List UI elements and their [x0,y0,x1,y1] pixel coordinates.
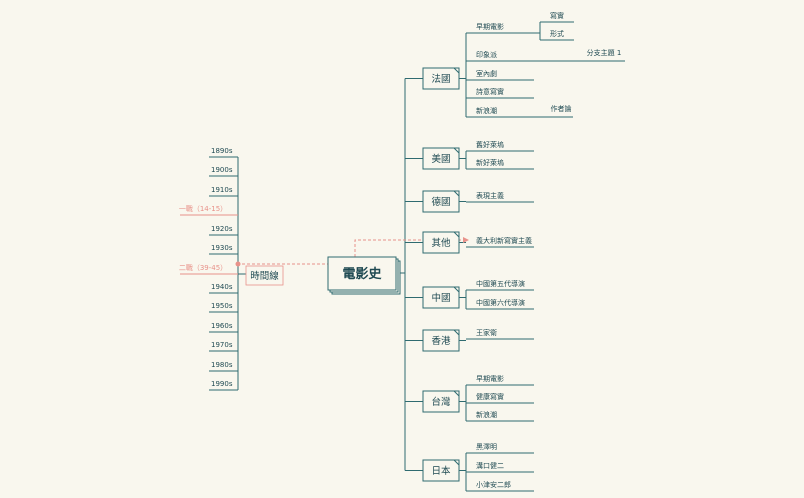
sub-topic-label: 形式 [550,29,564,38]
country-node-1[interactable]: 美國 [422,147,460,170]
year-label: 1980s [211,361,233,369]
child-topic-label: 中國第五代導演 [476,279,525,288]
child-topic-label: 早期電影 [476,374,504,383]
child-topic-label: 健康寫實 [476,392,504,401]
fold-icon [453,147,460,154]
fold-icon [453,190,460,197]
node-box [422,147,460,170]
year-label: 1910s [211,186,233,194]
child-topic-label: 表現主義 [476,191,504,200]
relationship-line [237,239,468,265]
fold-icon [453,329,460,336]
child-topic-label: 義大利新寫實主義 [476,236,532,245]
sub-topic-label: 作者論 [551,104,572,113]
year-label: 1890s [211,147,233,155]
node-box [327,256,397,291]
year-label: 1940s [211,283,233,291]
country-node-6[interactable]: 台灣 [422,390,460,413]
country-node-5[interactable]: 香港 [422,329,460,352]
child-topic-label: 黑澤明 [476,442,497,451]
node-box [422,190,460,213]
child-topic-label: 舊好萊塢 [476,140,504,149]
node-label: 其他 [431,237,451,249]
country-node-2[interactable]: 德國 [422,190,460,213]
central-topic[interactable]: 電影史 [327,256,401,295]
child-topic-label: 新浪潮 [476,106,497,115]
node-box [422,67,460,90]
child-topic-label: 小津安二郎 [476,480,511,489]
node-box [422,390,460,413]
child-topic-label: 王家衛 [476,328,497,337]
relationship-arrow-icon [463,237,469,243]
sub-topic-label: 分支主題 1 [587,48,622,57]
node-label: 法國 [431,73,450,85]
fold-icon [453,286,460,293]
year-label: 1990s [211,380,233,388]
fold-icon [453,459,460,466]
node-box [422,459,460,482]
country-node-4[interactable]: 中國 [422,286,460,309]
child-topic-label: 早期電影 [476,22,504,31]
child-topic-label: 溝口健二 [476,461,504,470]
year-label: 1950s [211,302,233,310]
war-label: 二戰（39-45） [179,263,227,272]
child-topic-label: 室內劇 [476,69,497,78]
country-node-7[interactable]: 日本 [422,459,460,482]
node-label: 電影史 [342,266,382,282]
country-node-0[interactable]: 法國 [422,67,460,90]
node-box [422,286,460,309]
relationship-start-dot [235,261,241,267]
year-label: 1900s [211,166,233,174]
node-box [422,329,460,352]
child-topic-label: 詩意寫實 [476,87,504,96]
child-topic-label: 印象派 [476,50,497,59]
node-label: 台灣 [431,396,451,408]
year-label: 1930s [211,244,233,252]
child-topic-label: 中國第六代導演 [476,298,525,307]
country-node-3[interactable]: 其他 [422,231,460,254]
timeline-node[interactable]: 時間線 [245,265,284,286]
sub-topic-label: 寫實 [550,11,564,20]
node-label: 美國 [431,153,450,165]
year-label: 1970s [211,341,233,349]
node-label: 香港 [431,335,451,347]
node-label: 德國 [431,196,450,208]
fold-icon [453,231,460,238]
node-box [245,265,284,286]
child-topic-label: 新浪潮 [476,410,497,419]
year-label: 1920s [211,225,233,233]
node-label: 中國 [431,292,450,304]
node-label: 時間線 [250,270,279,282]
node-box [422,231,460,254]
fold-icon [453,67,460,74]
year-label: 1960s [211,322,233,330]
fold-icon [453,390,460,397]
war-label: 一戰（14-15） [179,204,227,213]
child-topic-label: 新好萊塢 [476,158,504,167]
node-label: 日本 [431,465,451,477]
